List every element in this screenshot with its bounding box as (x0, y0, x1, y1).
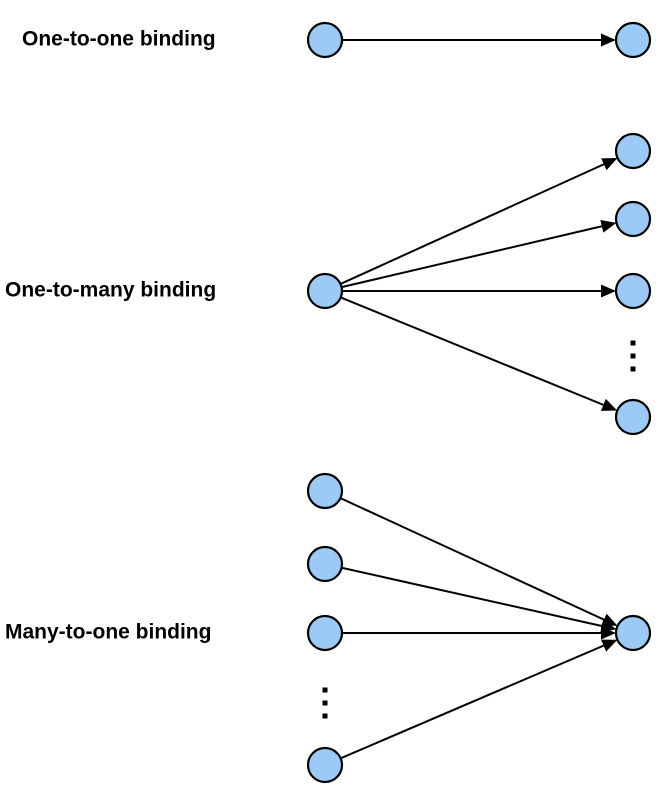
ellipsis-dot (322, 713, 328, 719)
vertical-ellipsis-source-many-to-one (322, 687, 328, 719)
edge-line (341, 566, 602, 627)
row-label-many-to-one: Many-to-one binding (5, 621, 211, 644)
edge-many-to-one-3 (340, 639, 618, 760)
ellipsis-dot (322, 687, 328, 693)
node-source-many-to-one-2[interactable] (306, 614, 344, 652)
diagram-row-one-to-one: One-to-one binding (22, 21, 652, 59)
edge-line (340, 163, 605, 285)
diagram-row-one-to-many: One-to-many binding (5, 132, 652, 436)
ellipsis-dot (322, 700, 328, 706)
arrow-head-icon (601, 33, 616, 47)
edge-many-to-one-2 (342, 626, 616, 640)
node-source-one-to-one-0[interactable] (306, 21, 344, 59)
node-target-one-to-one-0[interactable] (614, 21, 652, 59)
node-target-one-to-many-1[interactable] (614, 200, 652, 238)
arrow-head-icon (601, 284, 616, 298)
edge-line (340, 296, 604, 406)
node-source-one-to-many-0[interactable] (306, 272, 344, 310)
node-source-many-to-one-3[interactable] (306, 746, 344, 784)
edge-line (340, 644, 604, 760)
ellipsis-dot (630, 366, 636, 372)
ellipsis-dot (630, 340, 636, 346)
edge-one-to-many-0 (340, 158, 618, 285)
row-label-one-to-one: One-to-one binding (22, 28, 216, 51)
edge-line (341, 225, 603, 289)
edge-line (340, 497, 605, 621)
edge-many-to-one-0 (340, 497, 618, 626)
arrow-head-icon (601, 639, 618, 652)
arrow-head-icon (600, 398, 618, 411)
edge-one-to-many-3 (340, 296, 618, 411)
node-source-many-to-one-1[interactable] (306, 545, 344, 583)
edge-many-to-one-1 (341, 566, 617, 633)
edge-one-to-one-0 (342, 33, 616, 47)
node-source-many-to-one-0[interactable] (306, 472, 344, 510)
diagram-row-many-to-one: Many-to-one binding (5, 472, 652, 784)
arrow-head-icon (601, 158, 618, 171)
edge-one-to-many-1 (341, 219, 617, 289)
node-target-one-to-many-0[interactable] (614, 132, 652, 170)
vertical-ellipsis-target-one-to-many (630, 340, 636, 372)
row-label-one-to-many: One-to-many binding (5, 279, 216, 302)
node-target-one-to-many-3[interactable] (614, 398, 652, 436)
arrow-head-icon (601, 626, 616, 640)
arrow-head-icon (600, 219, 617, 233)
ellipsis-dot (630, 353, 636, 359)
node-target-many-to-one-0[interactable] (614, 614, 652, 652)
node-target-one-to-many-2[interactable] (614, 272, 652, 310)
edge-one-to-many-2 (342, 284, 616, 298)
